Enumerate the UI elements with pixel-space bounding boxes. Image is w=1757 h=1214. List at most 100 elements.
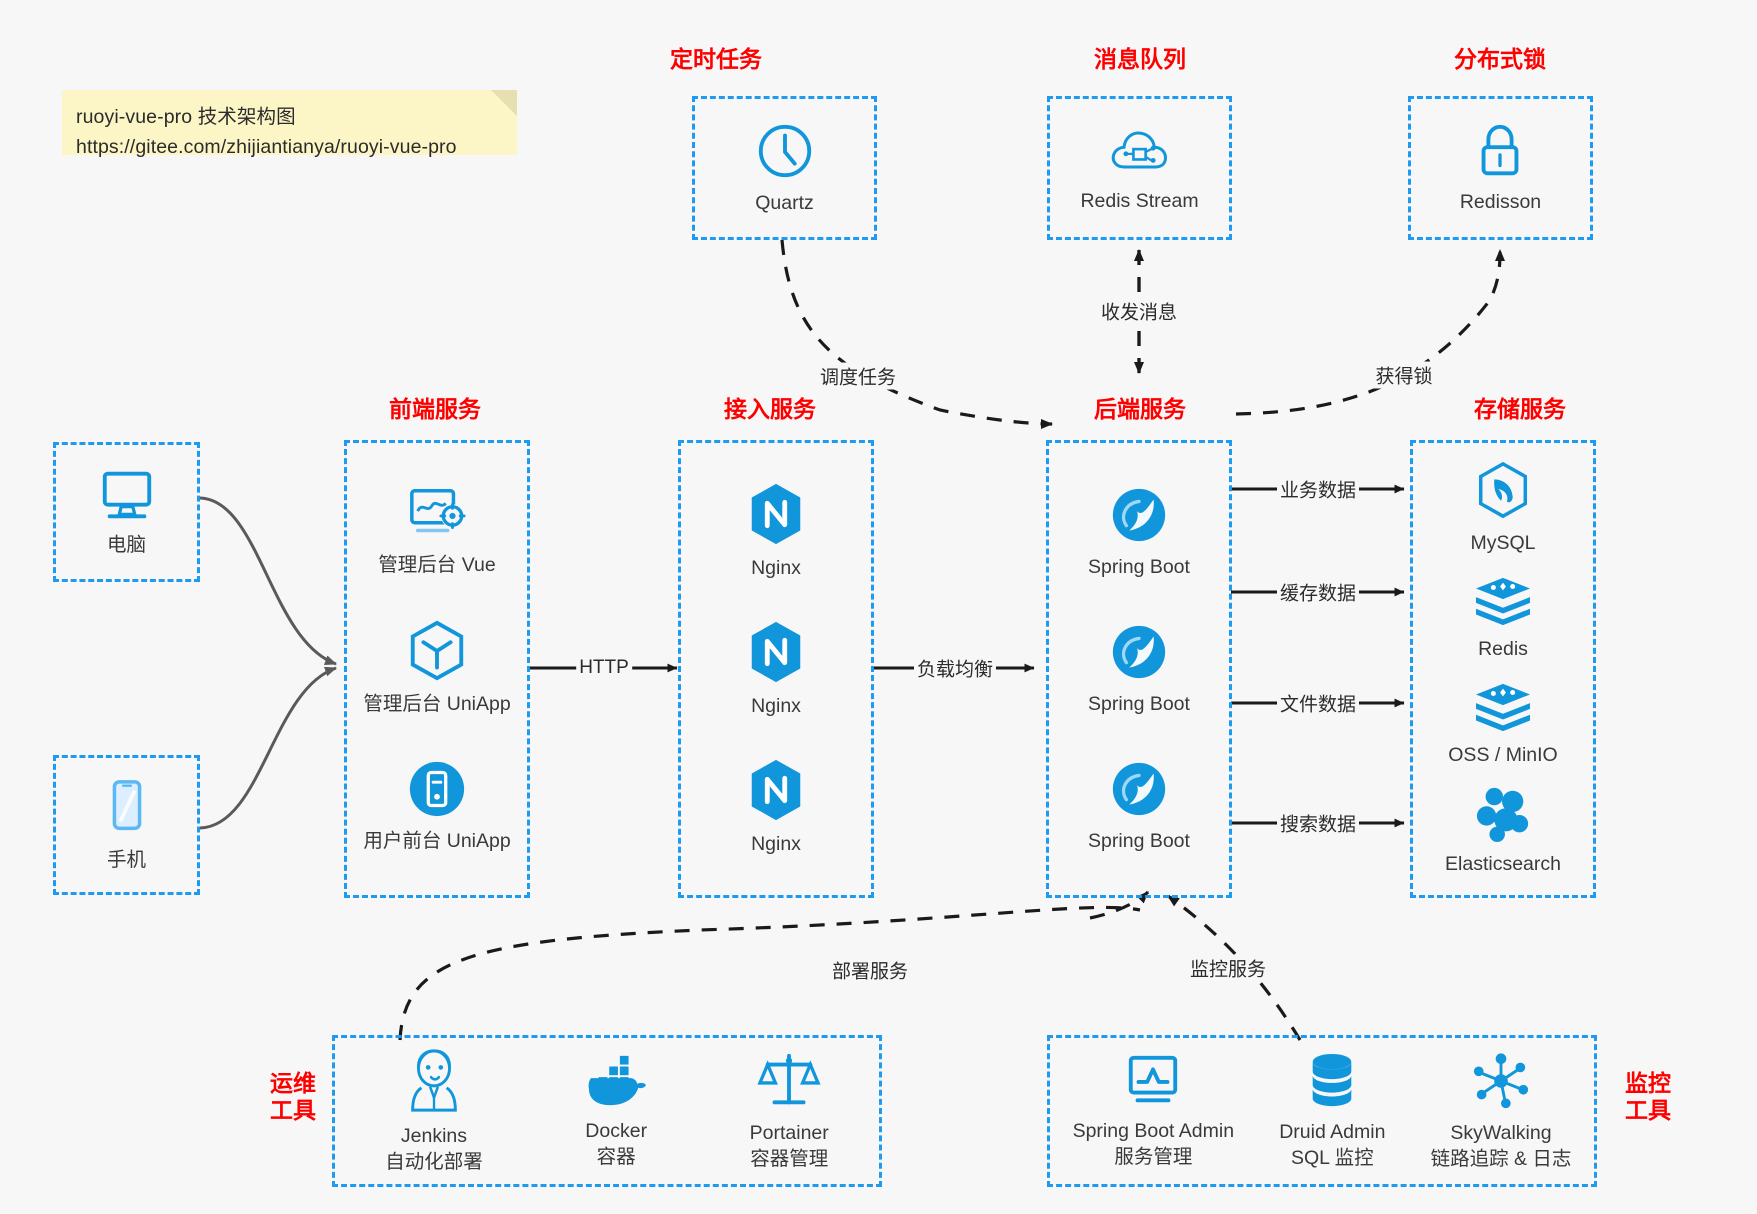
- node-portainer[interactable]: Portainer 容器管理: [750, 1050, 829, 1173]
- node-mysql[interactable]: MySQL: [1470, 460, 1536, 556]
- group-title-monitoring: 监控 工具: [1608, 1070, 1688, 1124]
- note-line-title: ruoyi-vue-pro 技术架构图: [76, 106, 296, 128]
- node-admin-vue[interactable]: 管理后台 Vue: [378, 484, 496, 578]
- node-label: Jenkins: [400, 1124, 468, 1147]
- node-jenkins[interactable]: Jenkins 自动化部署: [385, 1047, 483, 1176]
- edge-label-http: HTTP: [576, 657, 632, 679]
- node-desktop[interactable]: 电脑: [96, 466, 158, 558]
- node-label: 用户前台 UniApp: [363, 829, 511, 852]
- node-label: Redis: [1478, 637, 1528, 660]
- node-label: OSS / MinIO: [1448, 743, 1558, 766]
- node-label: MySQL: [1470, 532, 1536, 555]
- group-box-backend: Spring Boot Spring Boot Spring Boot: [1046, 440, 1232, 898]
- node-nginx-3[interactable]: Nginx: [746, 757, 806, 857]
- node-label: 管理后台 Vue: [378, 553, 496, 576]
- node-mobile[interactable]: 手机: [104, 777, 150, 873]
- edge-label-deploy-service: 部署服务: [828, 956, 912, 984]
- edge-label-file-data: 文件数据: [1276, 689, 1360, 717]
- redis-stack-icon: [1472, 574, 1534, 628]
- node-nginx-2[interactable]: Nginx: [746, 619, 806, 719]
- group-title-mq: 消息队列: [1094, 46, 1186, 72]
- clock-icon: [754, 120, 816, 182]
- devops-title-line1: 运维: [270, 1070, 316, 1096]
- node-sublabel: 链路追踪 & 日志: [1430, 1148, 1572, 1171]
- jenkins-butler-icon: [403, 1047, 465, 1115]
- node-label: Portainer: [749, 1121, 829, 1144]
- group-title-lock: 分布式锁: [1454, 46, 1546, 72]
- node-spring-boot-admin[interactable]: Spring Boot Admin 服务管理: [1073, 1052, 1234, 1171]
- node-redis-stream[interactable]: Redis Stream: [1080, 122, 1199, 214]
- group-box-lock: Redisson: [1408, 96, 1593, 240]
- node-label: Druid Admin: [1279, 1120, 1386, 1143]
- node-label: Quartz: [755, 191, 814, 214]
- node-sublabel: 自动化部署: [385, 1151, 483, 1174]
- node-label: SkyWalking: [1450, 1121, 1552, 1144]
- note-fold-corner: [491, 90, 517, 116]
- node-label: Nginx: [751, 694, 801, 717]
- node-user-uniapp[interactable]: 用户前台 UniApp: [363, 758, 511, 854]
- group-title-storage: 存储服务: [1474, 396, 1566, 422]
- monitoring-title-line2: 工具: [1625, 1097, 1671, 1124]
- scales-icon: [757, 1050, 821, 1112]
- spring-leaf-icon: [1108, 621, 1170, 683]
- edge-label-acquire-lock: 获得锁: [1372, 361, 1436, 389]
- node-label: 电脑: [106, 533, 146, 556]
- node-nginx-1[interactable]: Nginx: [746, 481, 806, 581]
- padlock-icon: [1471, 121, 1529, 181]
- cloud-stream-icon: [1109, 122, 1171, 180]
- node-label: Spring Boot: [1088, 692, 1190, 715]
- node-label: Nginx: [751, 556, 801, 579]
- note-callout: ruoyi-vue-pro 技术架构图 https://gitee.com/zh…: [62, 90, 517, 158]
- node-druid-admin[interactable]: Druid Admin SQL 监控: [1279, 1051, 1385, 1172]
- redis-stack-icon: [1472, 680, 1534, 734]
- group-box-monitoring: Spring Boot Admin 服务管理 Druid Admin SQL 监…: [1047, 1035, 1597, 1187]
- dashboard-gear-icon: [404, 484, 470, 544]
- group-box-client-mobile: 手机: [53, 755, 200, 895]
- elasticsearch-icon: [1474, 785, 1532, 843]
- group-box-storage: MySQL Redis: [1410, 440, 1596, 898]
- edge-label-send-receive-message: 收发消息: [1097, 297, 1181, 325]
- app-circle-icon: [406, 758, 468, 820]
- monitor-chart-icon: [1122, 1052, 1184, 1110]
- group-title-backend: 后端服务: [1094, 396, 1186, 422]
- node-spring-boot-2[interactable]: Spring Boot: [1088, 621, 1190, 717]
- node-skywalking[interactable]: SkyWalking 链路追踪 & 日志: [1430, 1050, 1572, 1173]
- node-sublabel: SQL 监控: [1290, 1147, 1374, 1170]
- monitoring-title-line1: 监控: [1625, 1070, 1671, 1096]
- node-label: 管理后台 UniApp: [363, 692, 511, 715]
- node-label: Docker: [585, 1119, 648, 1142]
- edge-label-search-data: 搜索数据: [1276, 809, 1360, 837]
- node-label: Spring Boot: [1088, 555, 1190, 578]
- node-label: Elasticsearch: [1445, 853, 1561, 876]
- group-box-scheduler: Quartz: [692, 96, 877, 240]
- docker-whale-icon: [583, 1052, 649, 1110]
- node-sublabel: 容器: [596, 1146, 636, 1169]
- spring-leaf-icon: [1108, 758, 1170, 820]
- nginx-icon: [746, 481, 806, 547]
- nginx-icon: [746, 757, 806, 823]
- group-title-scheduler: 定时任务: [670, 46, 762, 72]
- group-box-client-desktop: 电脑: [53, 442, 200, 582]
- group-box-gateway: Nginx Nginx Nginx: [678, 440, 874, 898]
- node-oss-minio[interactable]: OSS / MinIO: [1448, 680, 1558, 768]
- node-redis[interactable]: Redis: [1472, 574, 1534, 662]
- nginx-icon: [746, 619, 806, 685]
- edge-label-cache-data: 缓存数据: [1276, 578, 1360, 606]
- node-spring-boot-1[interactable]: Spring Boot: [1088, 484, 1190, 580]
- node-docker[interactable]: Docker 容器: [583, 1052, 649, 1171]
- node-admin-uniapp[interactable]: 管理后台 UniApp: [363, 619, 511, 717]
- node-quartz[interactable]: Quartz: [754, 120, 816, 216]
- node-label: 手机: [106, 848, 146, 871]
- mobile-phone-icon: [104, 777, 150, 839]
- node-sublabel: 容器管理: [750, 1148, 829, 1171]
- edge-label-business-data: 业务数据: [1276, 475, 1360, 503]
- node-spring-boot-3[interactable]: Spring Boot: [1088, 758, 1190, 854]
- edge-label-schedule-task: 调度任务: [816, 362, 900, 390]
- node-elasticsearch[interactable]: Elasticsearch: [1445, 785, 1561, 877]
- desktop-monitor-icon: [96, 466, 158, 524]
- node-label: Spring Boot: [1088, 829, 1190, 852]
- hexagon-cube-icon: [407, 619, 467, 683]
- group-box-devops: Jenkins 自动化部署 Docker 容器: [332, 1035, 882, 1187]
- node-redisson[interactable]: Redisson: [1460, 121, 1541, 215]
